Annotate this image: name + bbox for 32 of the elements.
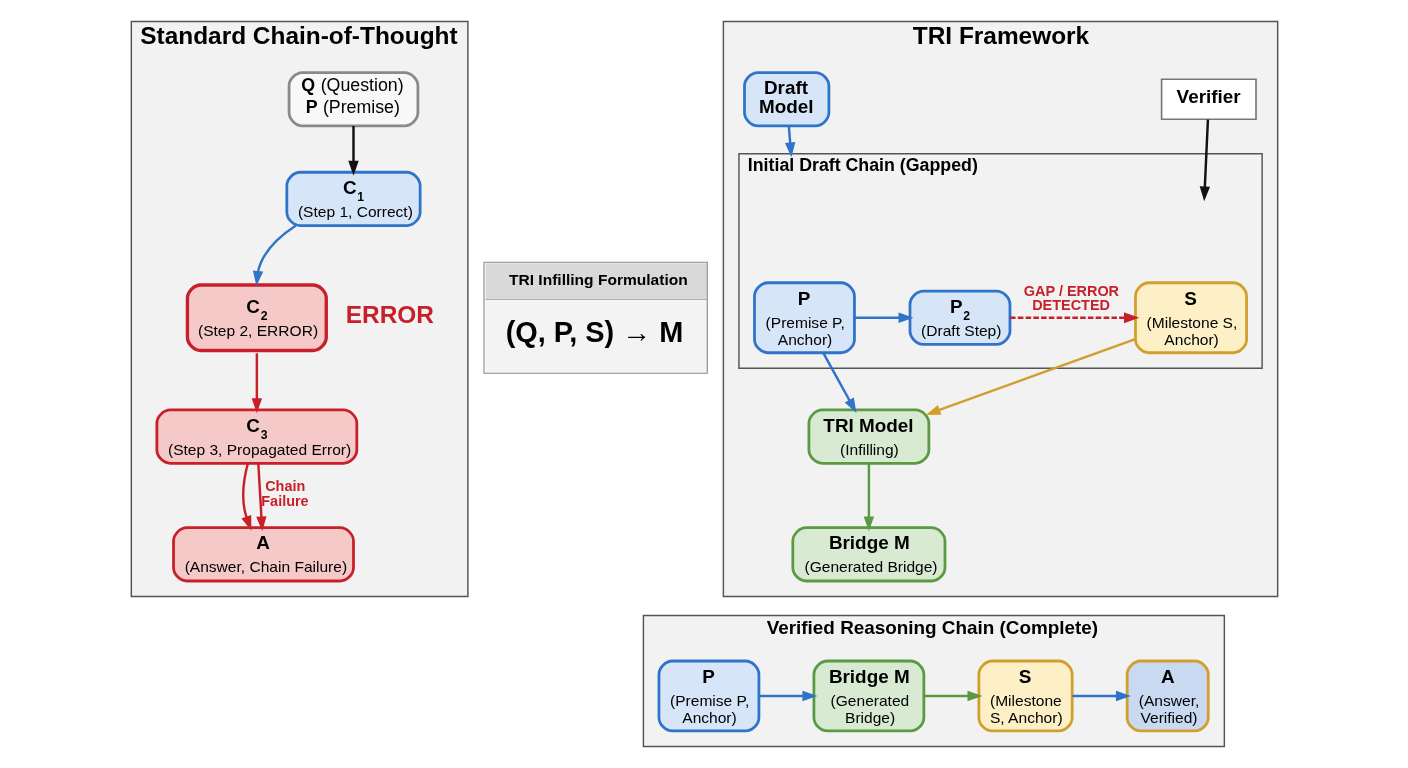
node-box: Verifier	[1160, 78, 1257, 121]
arrow	[925, 337, 1136, 415]
node-box: C$_{1}$ (Step 1, Correct)	[284, 170, 422, 227]
node-box: P$_{2}$ (Draft Step)	[908, 289, 1011, 346]
arrow	[758, 690, 817, 702]
arrow	[923, 690, 982, 702]
node-box: Bridge M (Generated Bridge)	[790, 526, 946, 583]
node-label: ERROR	[345, 300, 434, 328]
arrow	[251, 353, 262, 414]
edge-label: GAP / ERROR DETECTED	[1023, 282, 1119, 314]
node-box: A (Answer, Verified)	[1125, 659, 1210, 733]
arrow	[821, 352, 856, 413]
arrow	[1071, 690, 1131, 702]
arrow	[255, 463, 267, 532]
node-box: P (Premise P, Anchor)	[657, 659, 760, 733]
arrow	[240, 463, 251, 531]
arrow	[854, 312, 913, 323]
node-box: A (Answer, Chain Failure)	[171, 526, 355, 583]
node-box: C$_{3}$ (Step 3, Propagated Error)	[155, 408, 358, 465]
node-box: Draft Model	[742, 71, 830, 128]
node-box: Q (Question) P (Premise)	[287, 71, 419, 128]
edge-label: Chain Failure	[260, 478, 309, 509]
arrow	[347, 125, 359, 176]
node-box: TRI Model (Infilling)	[807, 408, 930, 465]
arrow	[863, 463, 874, 532]
arrow	[1009, 312, 1139, 324]
arrow	[252, 224, 296, 286]
node-box: S (Milestone S, Anchor)	[977, 659, 1074, 733]
node-box: P (Premise P, Anchor)	[752, 281, 856, 355]
arrow	[1199, 119, 1210, 202]
node-box: Bridge M (Generated Bridge)	[812, 659, 925, 733]
node-box: S (Milestone S, Anchor)	[1133, 281, 1248, 355]
